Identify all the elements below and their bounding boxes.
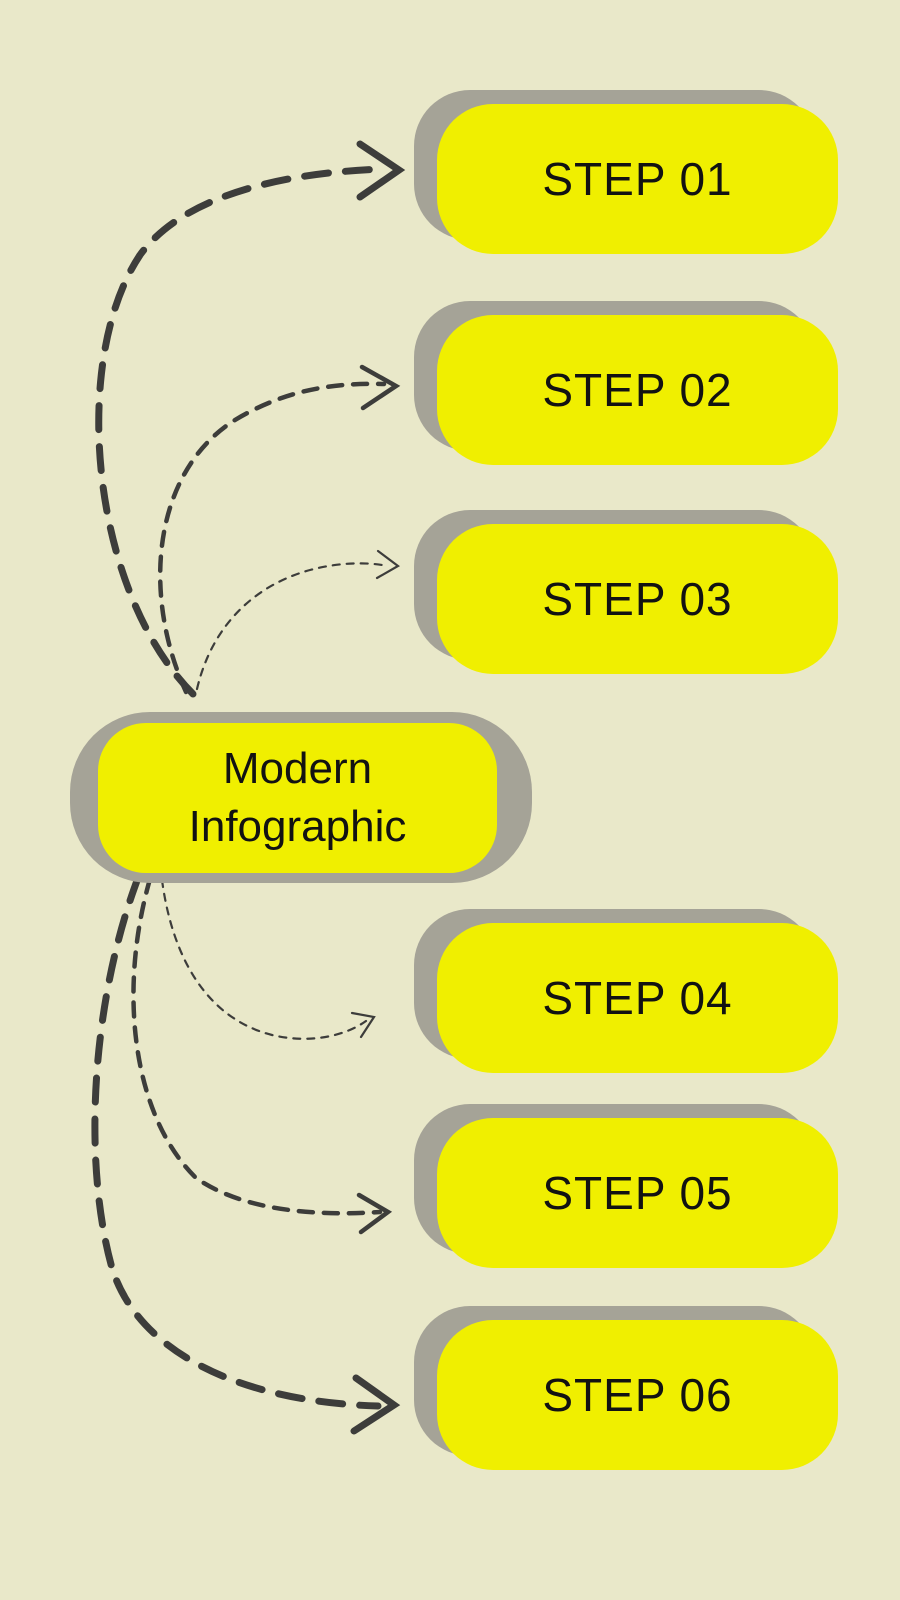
arrow-to-step-06 [91, 874, 401, 1435]
arrow-curve [131, 876, 383, 1216]
arrow-head-icon [375, 549, 400, 580]
step-box-06: STEP 06 [437, 1320, 838, 1470]
arrow-head-icon [356, 1192, 393, 1235]
arrow-to-step-05 [131, 876, 393, 1235]
center-node: Modern Infographic [70, 712, 532, 883]
step-label-06: STEP 06 [542, 1369, 733, 1421]
arrow-to-step-03 [195, 549, 400, 691]
arrow-head-icon [350, 1374, 401, 1435]
step-label-02: STEP 02 [542, 364, 733, 416]
arrow-head-icon [350, 1011, 376, 1039]
arrow-head-icon [359, 364, 401, 411]
arrow-to-step-02 [157, 364, 401, 695]
center-title-line1: Modern [222, 743, 373, 793]
step-label-05: STEP 05 [542, 1167, 733, 1219]
step-label-03: STEP 03 [542, 573, 733, 625]
arrow-head-icon [356, 140, 406, 201]
step-box-02: STEP 02 [437, 315, 838, 465]
arrow-curve [95, 165, 389, 698]
arrow-to-step-04 [160, 878, 376, 1040]
step-box-01: STEP 01 [437, 104, 838, 254]
center-title-line2: Infographic [188, 802, 407, 851]
step-box-05: STEP 05 [437, 1118, 838, 1268]
step-label-01: STEP 01 [542, 153, 733, 205]
arrow-curve [157, 381, 387, 695]
center-node-inner: Modern Infographic [98, 723, 497, 873]
step-label-04: STEP 04 [542, 972, 733, 1024]
arrow-curve [91, 874, 382, 1410]
arrow-curve [160, 878, 368, 1040]
arrow-curve [195, 562, 390, 691]
step-box-04: STEP 04 [437, 923, 838, 1073]
arrow-to-step-01 [95, 140, 406, 698]
step-box-03: STEP 03 [437, 524, 838, 674]
